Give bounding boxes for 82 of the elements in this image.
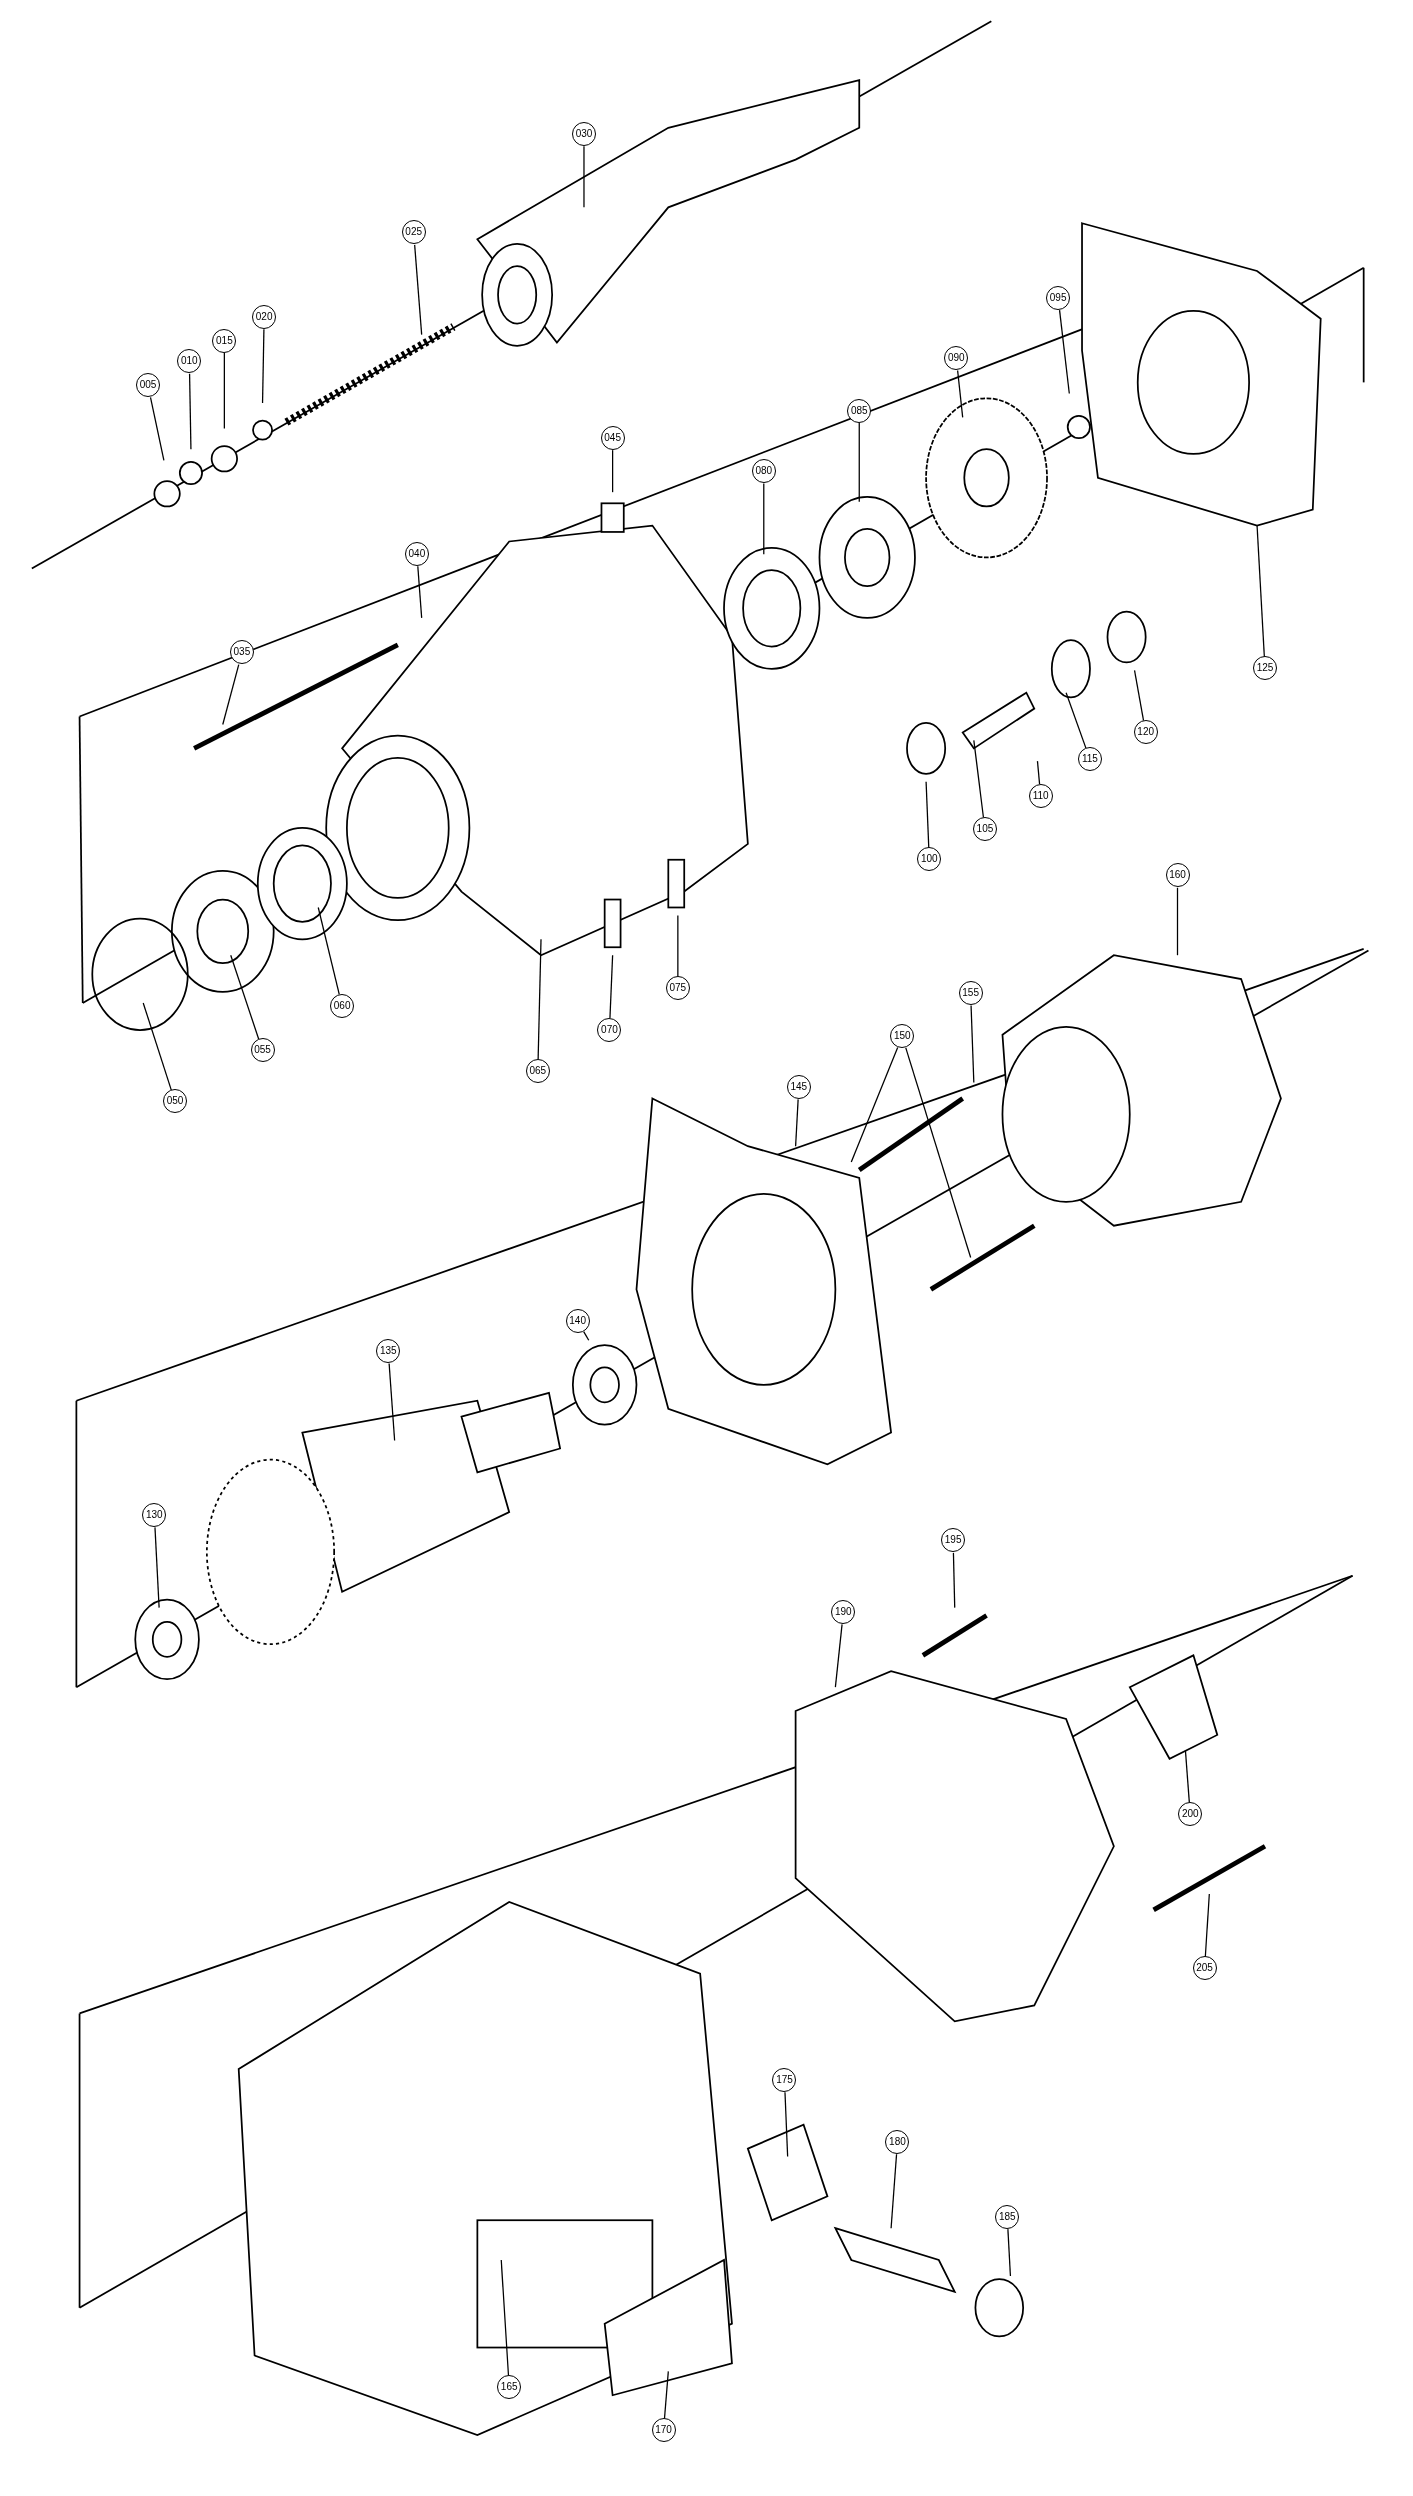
callout-number: 200 bbox=[1178, 1802, 1203, 1826]
callout-number: 055 bbox=[250, 1038, 275, 1063]
leader-line bbox=[1058, 309, 1070, 395]
callout-number: 105 bbox=[972, 817, 997, 841]
leader-line bbox=[1184, 1750, 1190, 1804]
callout-number: 110 bbox=[1028, 783, 1053, 808]
leader-line bbox=[188, 373, 192, 450]
callout-number: 040 bbox=[404, 541, 429, 566]
leader-line bbox=[890, 2153, 898, 2229]
callout-number: 180 bbox=[885, 2129, 910, 2154]
callout-number: 050 bbox=[163, 1089, 188, 1114]
callout-number: 140 bbox=[565, 1308, 590, 1333]
callout-number: 080 bbox=[751, 459, 776, 483]
leader-line bbox=[957, 369, 964, 419]
callout-number: 090 bbox=[944, 346, 969, 370]
callout-number: 155 bbox=[958, 980, 983, 1005]
leader-line bbox=[850, 1046, 899, 1163]
leader-line bbox=[952, 1552, 956, 1609]
leader-line bbox=[973, 739, 985, 819]
leader-line bbox=[763, 482, 765, 555]
callout-number: 170 bbox=[651, 2417, 676, 2442]
callout-number: 125 bbox=[1253, 656, 1277, 681]
leader-line bbox=[317, 906, 340, 995]
leader-line bbox=[970, 1004, 975, 1084]
callout-number: 095 bbox=[1046, 285, 1071, 310]
leader-line bbox=[583, 1331, 590, 1341]
callout-number: 005 bbox=[135, 373, 160, 398]
leader-line bbox=[1133, 669, 1145, 722]
callout-number: 185 bbox=[995, 2204, 1020, 2229]
leader-line bbox=[583, 145, 585, 208]
leader-line bbox=[223, 352, 225, 430]
leader-line bbox=[222, 663, 240, 726]
callout-number: 150 bbox=[890, 1023, 915, 1048]
callout-number: 135 bbox=[376, 1338, 401, 1363]
leader-line bbox=[1204, 1893, 1210, 1958]
callout-number: 100 bbox=[917, 847, 942, 872]
callout-number: 025 bbox=[401, 220, 426, 245]
leader-line bbox=[1007, 2228, 1012, 2277]
callout-number: 020 bbox=[252, 304, 277, 329]
callout-number: 070 bbox=[597, 1017, 622, 1042]
callout-number: 085 bbox=[847, 398, 872, 423]
leader-line bbox=[784, 2091, 789, 2158]
leader-line bbox=[417, 565, 423, 619]
callout-number: 075 bbox=[665, 976, 690, 1001]
leader-line bbox=[663, 2370, 669, 2419]
callout-number: 130 bbox=[142, 1502, 167, 1527]
leader-line bbox=[261, 328, 265, 404]
callout-number: 190 bbox=[831, 1599, 856, 1624]
leader-line bbox=[1065, 692, 1087, 749]
callout-number: 195 bbox=[941, 1528, 966, 1553]
callout-number: 120 bbox=[1133, 719, 1158, 744]
leader-line bbox=[414, 244, 423, 336]
callout-number: 145 bbox=[786, 1074, 811, 1099]
leader-line bbox=[154, 1526, 160, 1609]
leader-line bbox=[149, 396, 165, 461]
callout-number: 060 bbox=[330, 993, 355, 1018]
leader-line bbox=[142, 1002, 172, 1091]
callout-number: 010 bbox=[177, 349, 202, 374]
callout-number: 115 bbox=[1077, 747, 1102, 771]
callout-number: 175 bbox=[772, 2067, 797, 2092]
leader-line bbox=[388, 1362, 396, 1442]
leader-line bbox=[905, 1047, 972, 1259]
callout-number: 045 bbox=[600, 425, 625, 450]
leader-line bbox=[1036, 760, 1041, 785]
callout-number: 030 bbox=[571, 121, 596, 146]
callout-number: 035 bbox=[229, 640, 254, 665]
leader-line bbox=[537, 938, 542, 1060]
leader-line bbox=[1256, 524, 1265, 658]
callout-number: 065 bbox=[525, 1058, 550, 1083]
leader-line bbox=[858, 422, 860, 503]
leader-line bbox=[925, 781, 930, 849]
callout-number: 015 bbox=[212, 328, 237, 353]
leader-line bbox=[230, 954, 260, 1040]
leader-line bbox=[1176, 887, 1179, 956]
leader-line bbox=[834, 1623, 843, 1688]
callout-number: 160 bbox=[1165, 863, 1190, 888]
leader-line bbox=[500, 2259, 510, 2376]
leader-line bbox=[794, 1098, 799, 1147]
callout-number: 205 bbox=[1192, 1956, 1217, 1981]
leader-line bbox=[609, 954, 614, 1019]
leader-line bbox=[612, 449, 614, 493]
leader-line bbox=[677, 914, 679, 978]
